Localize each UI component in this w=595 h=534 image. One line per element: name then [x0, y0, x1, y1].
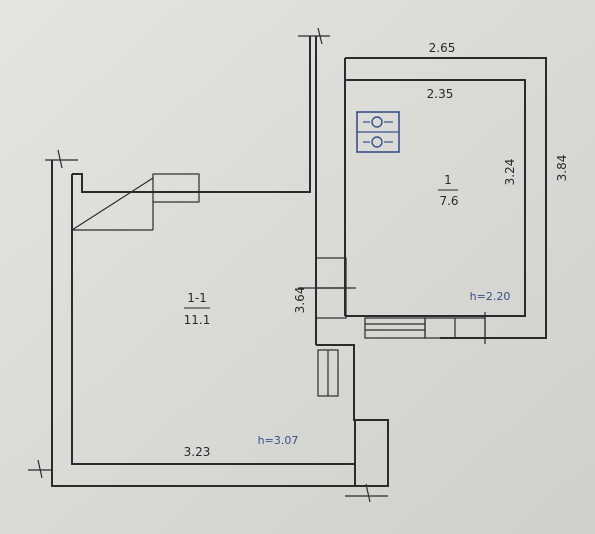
ceiling-height-left: h=3.07	[258, 434, 299, 447]
room-area-1-1: 11.1	[184, 313, 211, 327]
ceiling-height-right: h=2.20	[470, 290, 511, 303]
dim-left-room-height: 3.64	[293, 287, 307, 314]
dim-top-inner: 2.35	[427, 87, 454, 101]
stair-block	[71, 173, 200, 231]
room-id-1-1: 1-1	[187, 291, 207, 305]
room-label-1-1: 1-1 11.1	[184, 291, 211, 327]
room-id-1: 1	[444, 173, 452, 187]
room-area-1: 7.6	[439, 194, 458, 208]
dim-bottom-left: 3.23	[184, 445, 211, 459]
room-1-1-walls	[51, 36, 389, 487]
dim-top-outer: 2.65	[429, 41, 456, 55]
dim-right-inner: 3.24	[503, 159, 517, 186]
dim-right-outer: 3.84	[555, 155, 569, 182]
room-label-1: 1 7.6	[438, 173, 459, 208]
break-marks	[28, 27, 486, 503]
room-1-walls	[344, 57, 547, 339]
stove-icon	[356, 111, 400, 153]
